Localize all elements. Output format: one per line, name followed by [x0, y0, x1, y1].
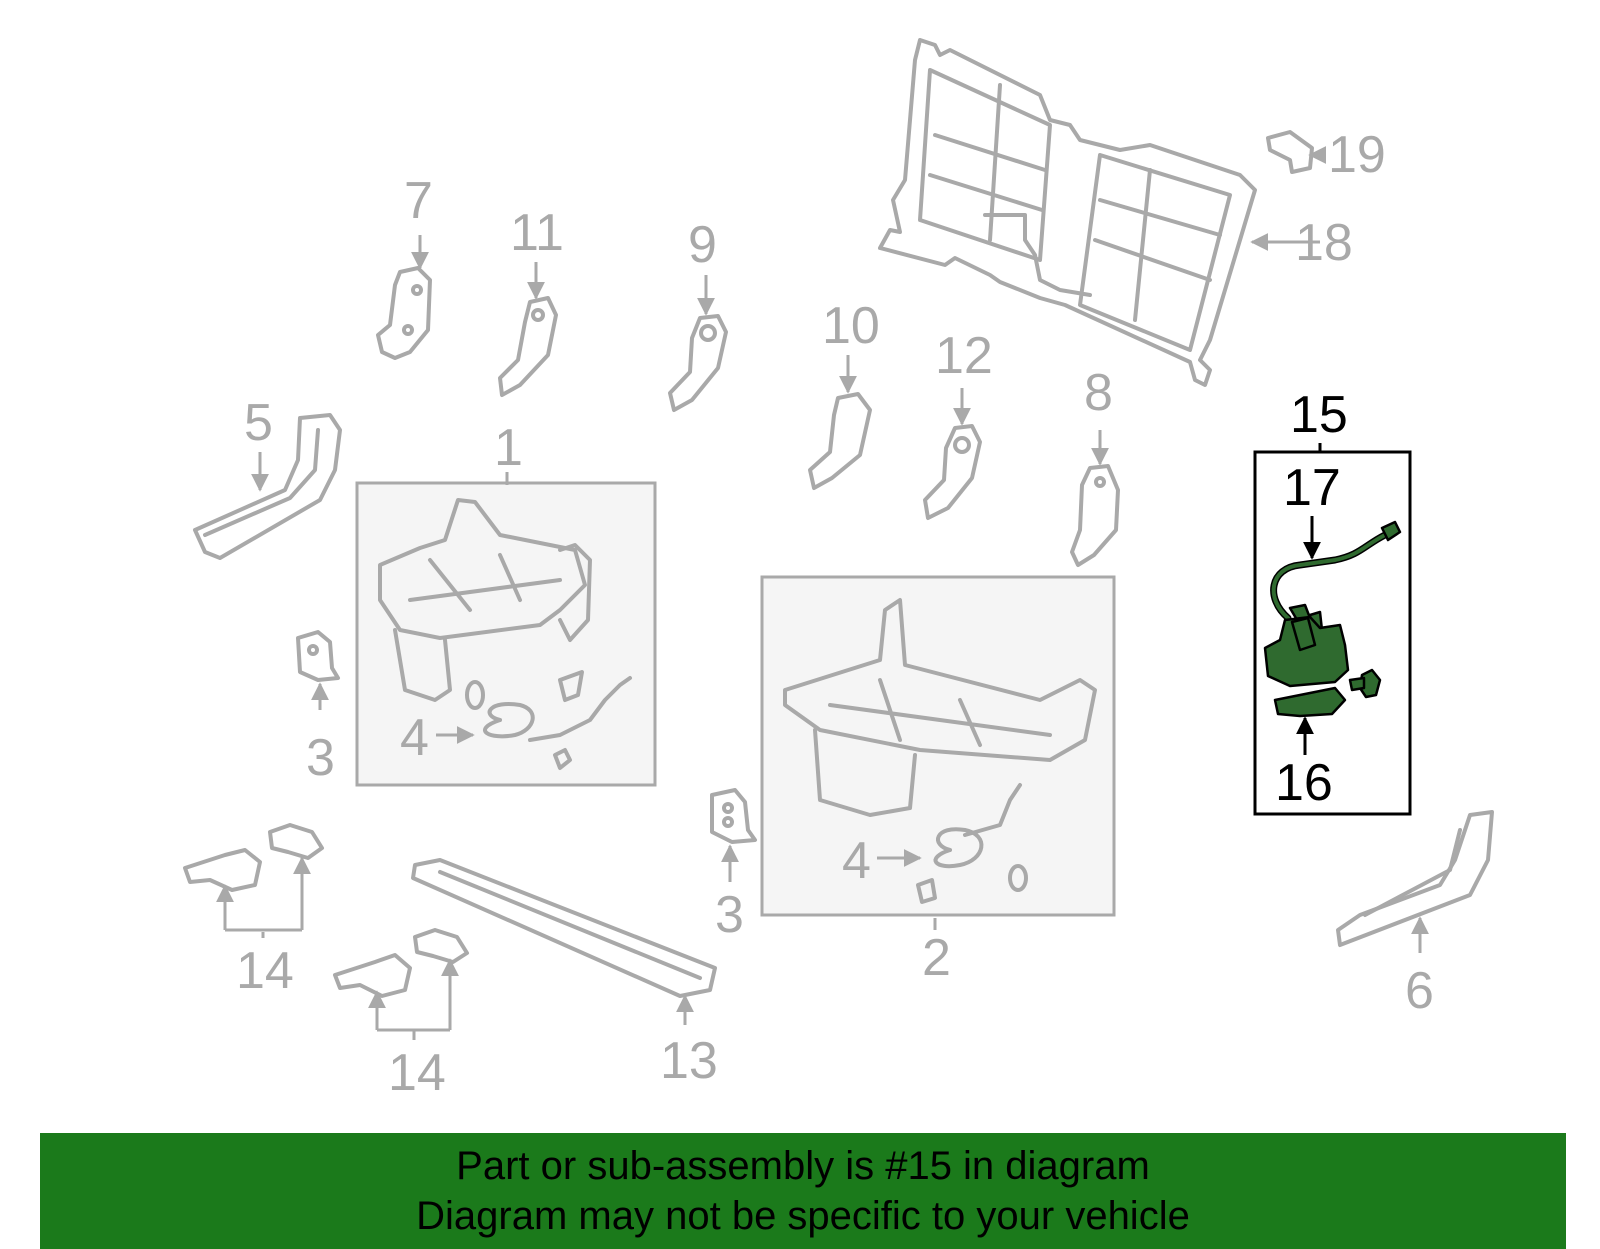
callout-1: 1 — [494, 419, 523, 477]
callout-4-right: 4 — [842, 832, 871, 890]
banner-background — [40, 1133, 1566, 1249]
part-6-side-trim[interactable] — [1336, 810, 1494, 947]
callout-labels: 7 11 9 10 12 8 5 1 19 18 3 4 4 3 2 6 14 … — [236, 126, 1434, 1102]
latch-body[interactable] — [1263, 615, 1350, 688]
callout-18: 18 — [1295, 214, 1353, 272]
part-9-bracket[interactable] — [668, 314, 728, 412]
part-18-seat-back-frame[interactable] — [878, 38, 1257, 387]
part-11-bracket[interactable] — [498, 296, 558, 397]
callout-12: 12 — [935, 327, 993, 385]
part-5-side-trim[interactable] — [193, 413, 342, 560]
callout-11: 11 — [510, 204, 564, 262]
part-19-clip[interactable] — [1266, 130, 1314, 174]
part-13-rail[interactable] — [411, 858, 717, 998]
callout-4-left: 4 — [400, 709, 429, 767]
callout-3-left: 3 — [306, 729, 335, 787]
callout-5: 5 — [244, 394, 273, 452]
callout-16: 16 — [1275, 754, 1333, 812]
part-10-bracket[interactable] — [808, 392, 872, 490]
banner-line-1: Part or sub-assembly is #15 in diagram — [456, 1144, 1150, 1188]
part-3-clip-left[interactable] — [296, 630, 340, 682]
bolt[interactable] — [1348, 668, 1382, 699]
assembly-box-15-highlighted[interactable] — [1253, 450, 1412, 816]
part-14-brackets-upper[interactable] — [183, 823, 324, 892]
callout-7: 7 — [404, 172, 433, 230]
info-banner: Part or sub-assembly is #15 in diagram D… — [40, 1133, 1566, 1249]
assembly-box-2[interactable] — [760, 575, 1116, 917]
banner-line-2: Diagram may not be specific to your vehi… — [416, 1194, 1190, 1238]
leader-lines — [216, 146, 1429, 1040]
callout-9: 9 — [688, 216, 717, 274]
callout-15: 15 — [1290, 386, 1348, 444]
callout-17: 17 — [1283, 459, 1341, 517]
part-7-bracket[interactable] — [376, 266, 432, 360]
part-16-bracket[interactable] — [1273, 686, 1347, 718]
callout-14-upper: 14 — [236, 942, 294, 1000]
part-3-clip-right[interactable] — [710, 788, 757, 844]
callout-2: 2 — [922, 929, 951, 987]
callout-10: 10 — [822, 297, 880, 355]
assembly-box-1[interactable] — [355, 481, 657, 787]
callout-19: 19 — [1328, 126, 1386, 184]
callout-13: 13 — [660, 1032, 718, 1090]
part-14-brackets-lower[interactable] — [333, 928, 469, 998]
callout-6: 6 — [1405, 962, 1434, 1020]
callout-14-lower: 14 — [388, 1044, 446, 1102]
part-12-bracket[interactable] — [923, 424, 982, 520]
callout-3-right: 3 — [715, 886, 744, 944]
part-8-bracket[interactable] — [1070, 464, 1120, 567]
callout-8: 8 — [1084, 364, 1113, 422]
